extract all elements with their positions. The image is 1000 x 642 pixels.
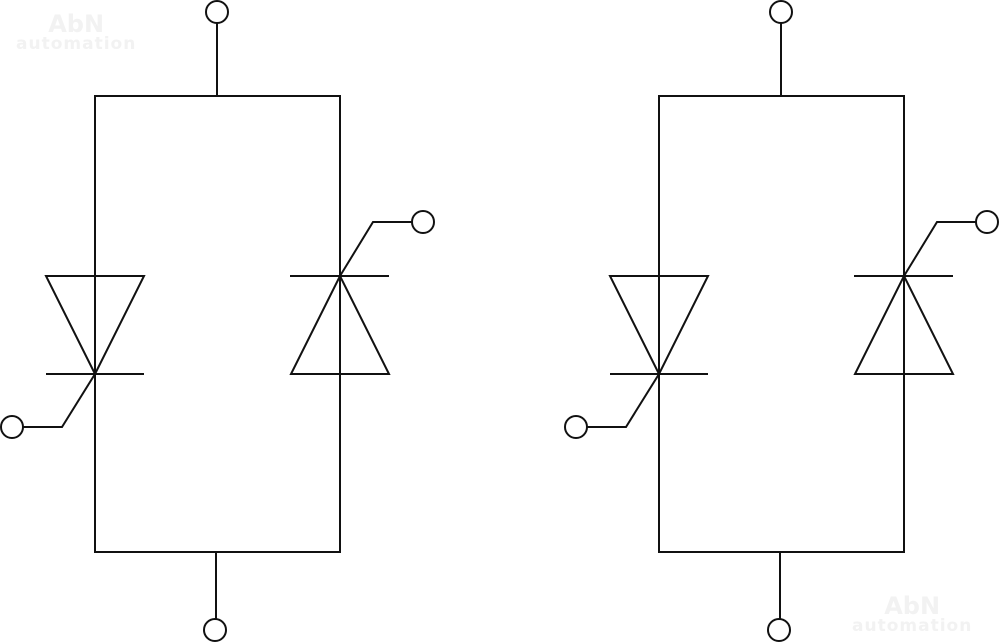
watermark-brand: AbN	[48, 10, 105, 38]
watermark-bottom-right: AbN automation	[852, 594, 972, 635]
watermark-tagline: automation	[852, 616, 973, 636]
thyristor-pair-right	[564, 0, 999, 642]
watermark-brand: AbN	[884, 592, 941, 620]
thyristor-pair-left	[0, 0, 435, 642]
circuit-left	[0, 0, 435, 642]
circuit-right	[564, 0, 999, 642]
watermark-tagline: automation	[16, 34, 137, 54]
watermark-top-left: AbN automation	[16, 12, 136, 53]
